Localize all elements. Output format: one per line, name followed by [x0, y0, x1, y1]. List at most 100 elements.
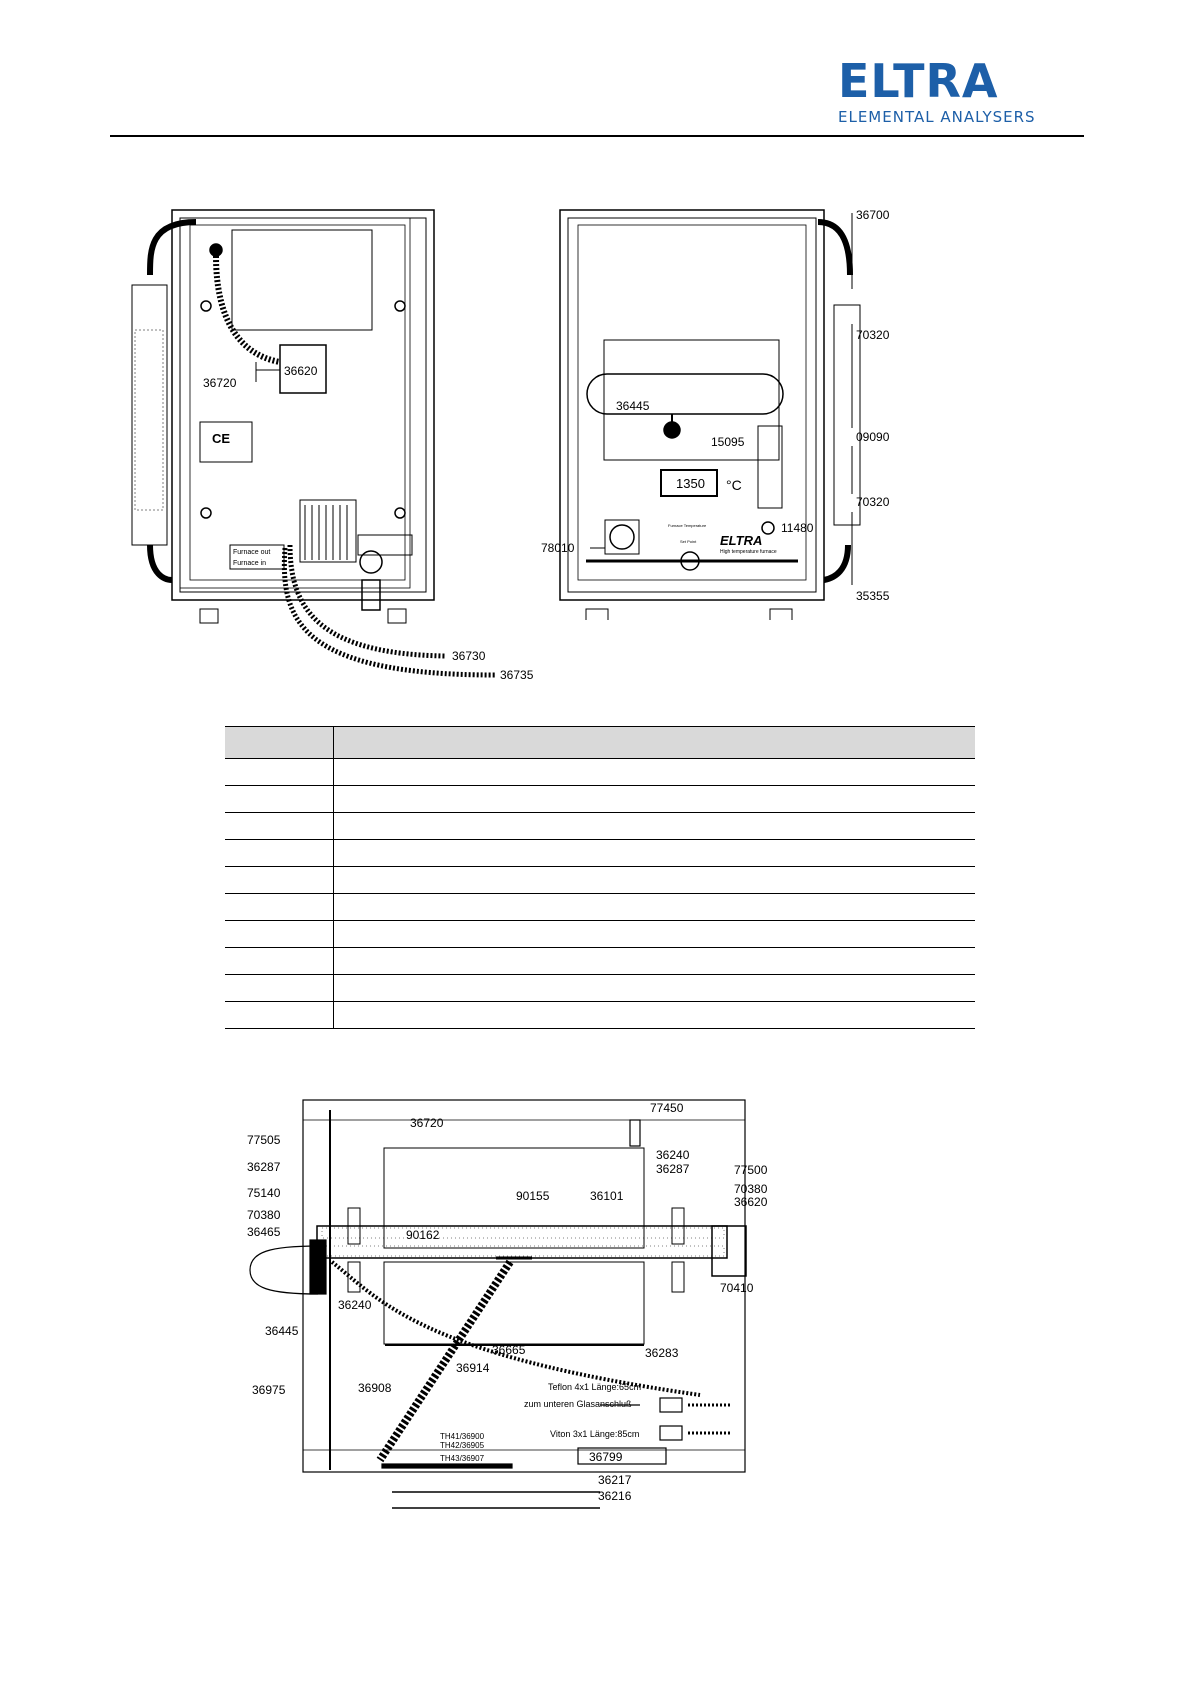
table-row: [225, 758, 975, 786]
callout-36720: 36720: [203, 376, 237, 390]
table-header-cell: [333, 726, 975, 759]
callout-77505: 77505: [247, 1133, 281, 1147]
table-cell: [225, 758, 334, 786]
callout-75140: 75140: [247, 1186, 281, 1200]
furnace-in-label: Furnace in: [233, 560, 266, 567]
callout-70380-left: 70380: [247, 1208, 281, 1222]
note-teflon: Teflon 4x1 Länge:65cm: [548, 1382, 641, 1392]
table-cell: [225, 785, 334, 813]
table-cell: [225, 1001, 334, 1029]
table-row: [225, 920, 975, 948]
table-cell: [333, 947, 975, 975]
callout-36217: 36217: [598, 1473, 632, 1487]
table-cell: [225, 920, 334, 948]
callout-35355: 35355: [856, 589, 890, 603]
table-cell: [333, 1001, 975, 1029]
table-cell: [333, 920, 975, 948]
front-brand-sub: High temperature furnace: [720, 549, 777, 555]
controller-caption-2: Set Point: [680, 539, 697, 544]
tube-th41: TH41/36900: [440, 1432, 485, 1441]
figure-furnace-topview: 77505 36287 75140 70380 36465 36445 3697…: [247, 1099, 768, 1509]
table-row: [225, 893, 975, 921]
front-housing: [559, 209, 825, 601]
callout-70320-top: 70320: [856, 328, 890, 342]
callout-36445-bottom: 36445: [265, 1324, 299, 1338]
table-row: [225, 1001, 975, 1029]
table-cell: [225, 866, 334, 894]
callout-78010: 78010: [541, 541, 575, 555]
callout-36799: 36799: [589, 1450, 623, 1464]
callout-36465: 36465: [247, 1225, 281, 1239]
table-cell: [333, 893, 975, 921]
table-cell: [333, 812, 975, 840]
display-value: 1350: [676, 476, 705, 491]
callout-36620-bottom: 36620: [734, 1195, 768, 1209]
topview-drawing: [249, 1099, 747, 1509]
table-cell: [333, 866, 975, 894]
eltra-logo: ELTRA ELEMENTAL ANALYSERS: [838, 54, 1035, 128]
note-viton: Viton 3x1 Länge:85cm: [550, 1429, 639, 1439]
table-cell: [225, 812, 334, 840]
topview-housing: [302, 1099, 746, 1473]
callout-36700: 36700: [856, 208, 890, 222]
table-cell: [333, 839, 975, 867]
callout-36908: 36908: [358, 1381, 392, 1395]
table-row: [225, 974, 975, 1002]
table-row: [225, 785, 975, 813]
logo-wordmark: ELTRA: [838, 54, 999, 108]
callout-90162: 90162: [406, 1228, 440, 1242]
front-leader-lines: [590, 213, 853, 585]
callout-36101: 36101: [590, 1189, 624, 1203]
callout-36240-left: 36240: [338, 1298, 372, 1312]
table-cell: [225, 893, 334, 921]
rear-housing: [171, 209, 435, 601]
table-row: [225, 812, 975, 840]
front-brand-mark: ELTRA: [720, 533, 762, 548]
ce-mark: CE: [212, 431, 230, 446]
callout-77450: 77450: [650, 1101, 684, 1115]
callout-36730: 36730: [452, 649, 486, 663]
temperature-display: [660, 469, 718, 497]
rear-hatching: [304, 505, 348, 560]
display-unit: °C: [726, 477, 742, 493]
figure-furnace-front: 1350 °C ELTRA High temperature furnace F…: [541, 208, 890, 620]
furnace-tube: [316, 1225, 728, 1259]
table-row: [225, 947, 975, 975]
table-cell: [225, 947, 334, 975]
callout-36914: 36914: [456, 1361, 490, 1375]
callout-15095: 15095: [711, 435, 745, 449]
callout-36287-right: 36287: [656, 1162, 690, 1176]
tube-th42: TH42/36905: [440, 1441, 485, 1450]
callout-36216: 36216: [598, 1489, 632, 1503]
table-cell: [225, 974, 334, 1002]
callout-36240-right: 36240: [656, 1148, 690, 1162]
note-glasanschluss: zum unteren Glasanschluß: [524, 1399, 632, 1409]
controller-caption: Furnace Temperature: [668, 523, 707, 528]
table-cell: [333, 785, 975, 813]
callout-11480: 11480: [781, 521, 814, 535]
part-36620-box: [279, 344, 327, 394]
callout-70380-right: 70380: [734, 1182, 768, 1196]
callout-90155: 90155: [516, 1189, 550, 1203]
tube-th43: TH43/36907: [440, 1454, 485, 1463]
callout-70320-bottom: 70320: [856, 495, 890, 509]
part-36445: [586, 373, 784, 415]
table-cell: [333, 974, 975, 1002]
callout-36735: 36735: [500, 668, 534, 682]
callout-09090: 09090: [856, 430, 890, 444]
callout-36287-left: 36287: [247, 1160, 281, 1174]
table-cell: [225, 839, 334, 867]
figure-furnace-views: CE Furnace out Furnace in 36620 36720 36…: [131, 209, 534, 682]
callout-36665: 36665: [492, 1343, 526, 1357]
table-header-cell: [225, 726, 334, 759]
callout-77500: 77500: [734, 1163, 768, 1177]
parts-table: [225, 726, 975, 1029]
table-cell: [333, 758, 975, 786]
callout-36975: 36975: [252, 1383, 286, 1397]
table-row: [225, 866, 975, 894]
callout-36283: 36283: [645, 1346, 679, 1360]
callout-70410: 70410: [720, 1281, 754, 1295]
table-header-row: [225, 726, 975, 759]
table-row: [225, 839, 975, 867]
front-view: [559, 209, 861, 620]
